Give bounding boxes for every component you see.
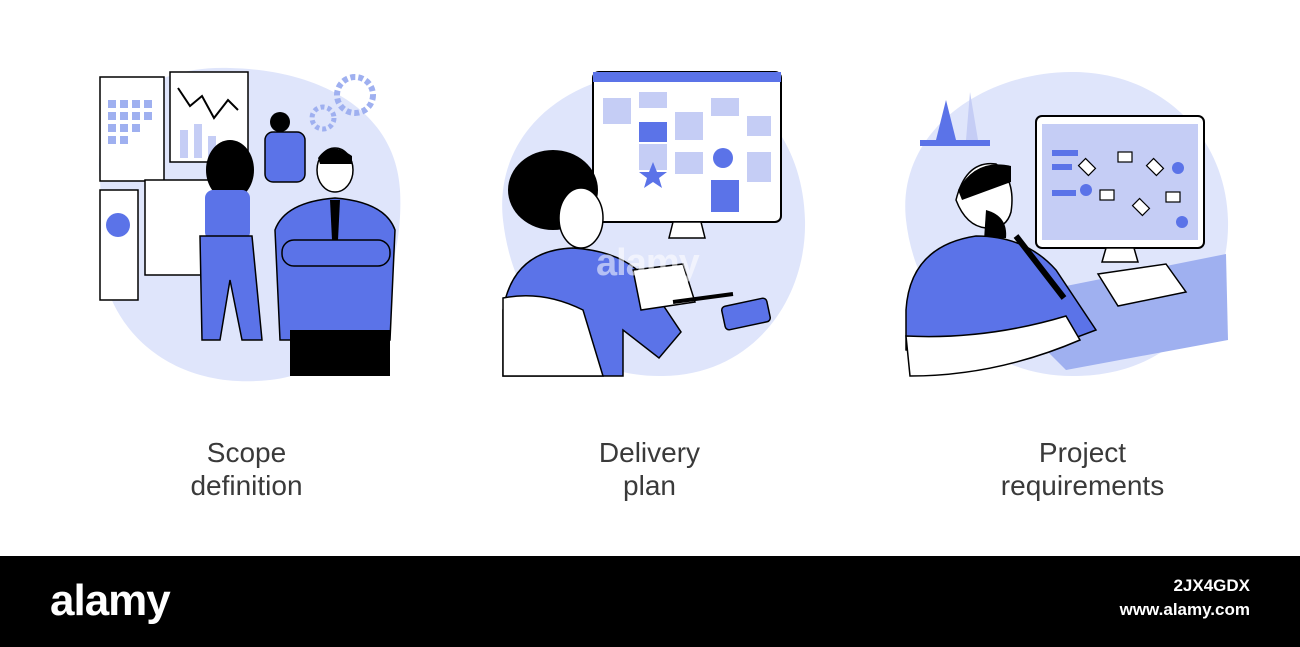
project-requirements-illustration (905, 71, 1229, 377)
caption-line: Project (1038, 437, 1127, 468)
footer-bar: alamy 2JX4GDX www.alamy.com (0, 556, 1300, 647)
caption-line: Scope (206, 437, 287, 468)
alamy-logo: alamy (50, 576, 171, 625)
site-url: www.alamy.com (1119, 600, 1250, 619)
caption-line: plan (623, 470, 676, 501)
image-id-block: 2JX4GDX www.alamy.com (1120, 574, 1250, 622)
panel-scope-definition: Scope definition (30, 0, 463, 556)
delivery-plan-illustration (502, 71, 806, 377)
panel-delivery-plan: Delivery plan (433, 0, 866, 556)
caption-line: requirements (1000, 470, 1165, 501)
caption-line: definition (190, 470, 303, 501)
caption-project-requirements: Project requirements (866, 436, 1299, 502)
scope-definition-illustration (98, 67, 401, 382)
illustration-stage: Scope definition (30, 0, 1299, 556)
panel-project-requirements: Project requirements (866, 0, 1299, 556)
caption-scope-definition: Scope definition (30, 436, 463, 502)
caption-delivery-plan: Delivery plan (433, 436, 866, 502)
image-id: 2JX4GDX (1173, 576, 1250, 595)
watermark: alamy (596, 242, 700, 284)
caption-line: Delivery (598, 437, 701, 468)
